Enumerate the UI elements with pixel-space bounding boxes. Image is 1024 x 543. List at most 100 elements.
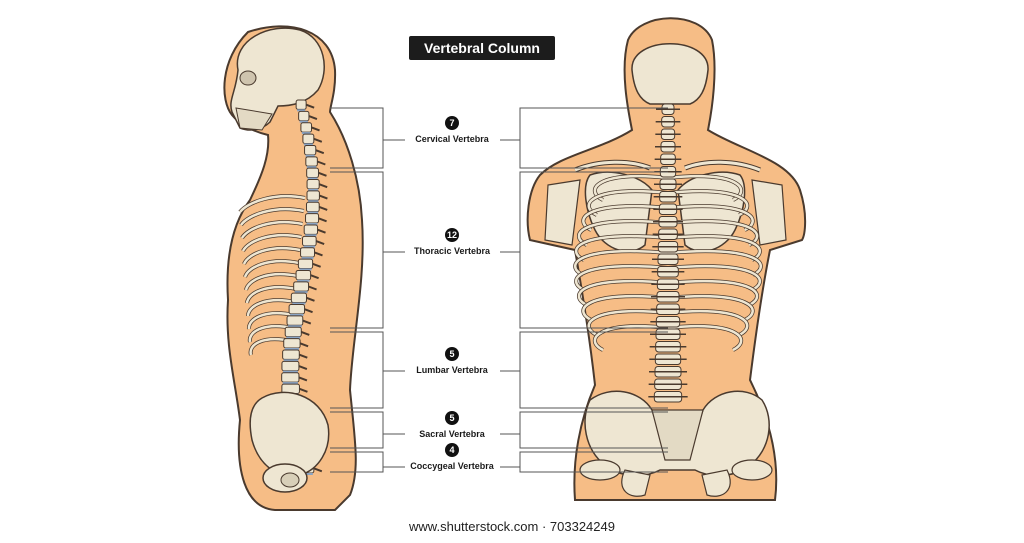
side-vertebra — [300, 247, 315, 258]
watermark-text: www.shutterstock.com · 703324249 — [409, 519, 615, 534]
side-vertebra — [306, 190, 320, 201]
side-spinous-process — [318, 183, 328, 189]
side-spinous-process — [313, 467, 323, 473]
side-spinous-process — [298, 353, 308, 359]
side-disc — [306, 223, 318, 225]
side-spinous-process — [308, 285, 317, 291]
side-rib — [247, 312, 295, 330]
side-vertebra — [281, 372, 300, 383]
back-rib-left — [574, 234, 669, 262]
side-vertebra — [286, 315, 304, 326]
back-rib-right — [667, 294, 754, 322]
side-vertebra — [282, 349, 300, 360]
back-rib-left — [574, 264, 669, 292]
left-bracket — [330, 171, 384, 329]
side-spinous-process — [302, 319, 312, 325]
region-brackets — [330, 107, 668, 473]
back-rib-right — [667, 219, 759, 247]
right-hip-joint — [731, 459, 773, 481]
side-rib — [239, 194, 306, 213]
side-disc — [284, 348, 300, 350]
side-disc — [283, 359, 299, 362]
side-rib — [243, 259, 300, 278]
side-rib — [244, 273, 299, 291]
side-vertebra — [295, 99, 307, 110]
side-vertebra — [305, 156, 318, 167]
back-rib-left — [573, 249, 669, 277]
side-disc — [290, 313, 304, 316]
side-vertebra — [306, 179, 320, 190]
side-spinous-process — [298, 376, 308, 382]
side-disc — [299, 268, 312, 271]
side-vertebra — [293, 281, 310, 292]
left-bracket — [330, 107, 384, 169]
sacral-label: Sacral Vertebra — [419, 429, 485, 439]
left-bracket — [330, 411, 384, 449]
side-spinous-process — [310, 274, 319, 280]
side-rib — [248, 325, 294, 343]
side-disc — [303, 245, 316, 248]
side-disc — [297, 279, 310, 282]
back-rib-right — [667, 324, 743, 352]
back-rib-left — [582, 294, 669, 322]
side-disc — [299, 120, 308, 123]
side-spinous-process — [315, 240, 325, 245]
side-disc — [307, 177, 318, 180]
back-rib-right — [667, 279, 759, 307]
right-humerus — [751, 179, 787, 246]
right-bracket — [519, 171, 668, 329]
left-hip-joint — [579, 459, 621, 481]
side-spinous-process — [299, 387, 308, 393]
side-vertebra — [290, 292, 307, 304]
coccygeal-count-badge: 4 — [445, 443, 459, 457]
back-rib-right — [667, 234, 762, 262]
side-body-silhouette — [223, 25, 364, 511]
side-rib — [241, 233, 302, 252]
side-rib-cage — [238, 194, 306, 356]
left-bracket — [330, 451, 384, 473]
back-rib-right — [667, 249, 763, 277]
side-vertebra — [297, 258, 314, 269]
side-vertebra — [305, 201, 320, 213]
right-bracket — [519, 331, 668, 409]
side-vertebra — [283, 338, 301, 349]
side-vertebra — [295, 269, 312, 281]
side-disc — [297, 109, 306, 112]
side-spinous-process — [312, 262, 321, 268]
side-spinous-process — [317, 228, 326, 234]
left-bracket — [330, 331, 384, 409]
side-disc — [305, 234, 317, 237]
side-spinous-process — [300, 331, 310, 336]
side-disc — [307, 200, 319, 203]
side-rib — [240, 220, 303, 239]
side-disc — [282, 370, 298, 373]
side-disc — [286, 336, 301, 339]
side-spinous-process — [308, 115, 318, 120]
left-humerus — [544, 179, 581, 246]
side-vertebra — [303, 224, 319, 235]
back-spine — [648, 103, 688, 403]
side-vertebra — [288, 304, 306, 315]
thoracic-count-badge: 12 — [445, 228, 459, 242]
side-disc — [307, 211, 319, 214]
side-spinous-process — [298, 365, 308, 370]
back-view-figure — [526, 17, 807, 501]
cervical-count-badge: 7 — [445, 116, 459, 130]
right-bracket — [519, 107, 668, 169]
side-disc — [306, 166, 317, 169]
side-jaw — [235, 107, 273, 131]
side-spinous-process — [305, 103, 315, 109]
side-vertebra — [306, 167, 319, 179]
side-skull — [230, 27, 325, 131]
side-spinous-process — [318, 171, 327, 177]
side-spinous-process — [316, 160, 326, 166]
side-view-figure — [223, 25, 364, 511]
side-disc — [301, 132, 311, 135]
sacral-count-badge: 5 — [445, 411, 459, 425]
lumbar-count-badge: 5 — [445, 347, 459, 361]
side-disc — [303, 143, 313, 146]
back-rib-left — [577, 279, 669, 307]
side-rib — [239, 207, 305, 226]
side-vertebra — [284, 326, 302, 338]
